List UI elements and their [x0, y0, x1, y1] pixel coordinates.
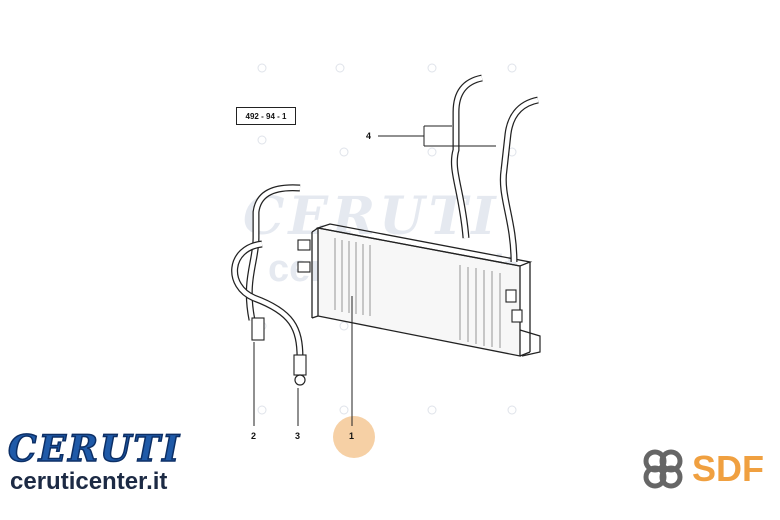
hose-part-3	[231, 240, 304, 359]
mounting-bracket	[519, 329, 541, 357]
hose-3-eye-connector	[294, 374, 306, 386]
cooler-fittings	[297, 239, 523, 323]
ceruti-logo: CERUTI	[7, 427, 182, 471]
ceruti-url: ceruticenter.it	[10, 468, 168, 495]
sdf-logo-text: SDF	[692, 448, 764, 489]
sdf-knot-icon	[643, 449, 683, 489]
callout-1: 1	[349, 431, 355, 441]
callout-4: 4	[366, 131, 372, 141]
hose-2-fitting	[251, 317, 265, 341]
diagram-reference-code: 492 - 94 - 1	[236, 107, 296, 125]
callout-1-highlight	[333, 416, 375, 458]
oil-cooler-part	[311, 223, 533, 357]
hose-3-fitting	[293, 354, 307, 376]
callout-3: 3	[295, 431, 301, 441]
cooler-core-shading	[334, 238, 501, 348]
watermark-brand: CERUTI	[243, 186, 500, 247]
callout-leaders	[253, 125, 496, 426]
callout-2: 2	[251, 431, 257, 441]
